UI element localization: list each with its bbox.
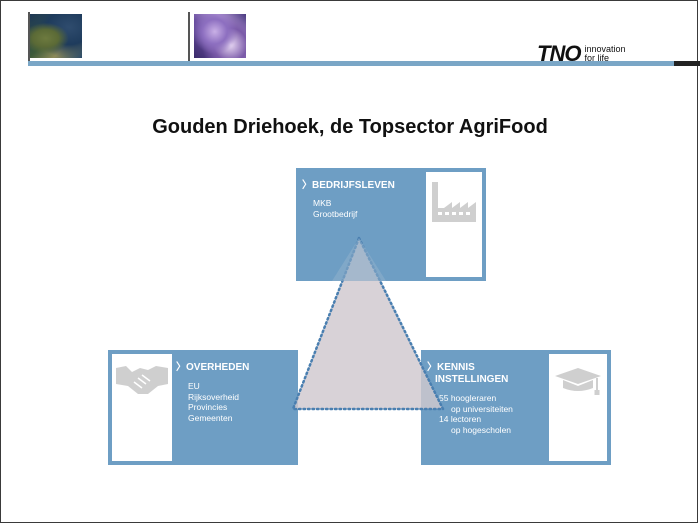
box-icon-panel [426,172,482,277]
box-line: EU [188,381,200,391]
divider [188,12,190,64]
header-rule-end [674,61,700,66]
box-heading: 〉OVERHEDEN [176,362,250,373]
graduation-cap-icon [555,368,601,395]
satellite-thumbnail [30,14,82,58]
box-line: Grootbedrijf [313,208,358,219]
tno-logo-tagline: innovation for life [584,45,625,63]
box-line: op hogescholen [451,424,512,435]
slide-title: Gouden Driehoek, de Topsector AgriFood [152,116,548,138]
triangle-top-shade [332,238,386,281]
tagline-line1: innovation [584,44,626,54]
box-heading: 〉BEDRIJFSLEVEN [302,180,395,191]
box-icon-panel [112,354,172,461]
box-line: 14 lectoren [439,414,482,424]
box-line: 55 hoogleraren [439,393,497,403]
tagline-line2: for life [584,53,609,63]
box-heading-line2: INSTELLINGEN [435,374,509,385]
header-rule [28,61,674,66]
box-line: Rijksoverheid [188,391,240,402]
divider [28,12,30,64]
factory-icon [432,182,476,222]
box-kennisinstellingen: 〉KENNIS INSTELLINGEN 55 hoogleraren op u… [421,350,611,465]
box-line: op universiteiten [451,403,513,414]
box-body: 55 hoogleraren op universiteiten 14 lect… [439,393,513,435]
texture-thumbnail [194,14,246,58]
chevron-right-icon: 〉 [427,362,437,373]
box-line: MKB [313,198,332,208]
box-icon-panel [549,354,607,461]
handshake-icon [116,366,168,394]
box-heading: 〉KENNIS INSTELLINGEN [427,362,509,385]
triangle-shape [291,234,446,411]
chevron-right-icon: 〉 [302,180,312,191]
box-bedrijfsleven: 〉BEDRIJFSLEVEN MKB Grootbedrijf [296,168,486,281]
box-overheden: 〉OVERHEDEN EU Rijksoverheid Provincies G… [108,350,298,465]
box-body: EU Rijksoverheid Provincies Gemeenten [188,381,239,423]
box-line: Gemeenten [188,412,233,423]
chevron-right-icon: 〉 [176,362,186,373]
box-body: MKB Grootbedrijf [313,198,357,219]
box-line: Provincies [188,402,228,412]
